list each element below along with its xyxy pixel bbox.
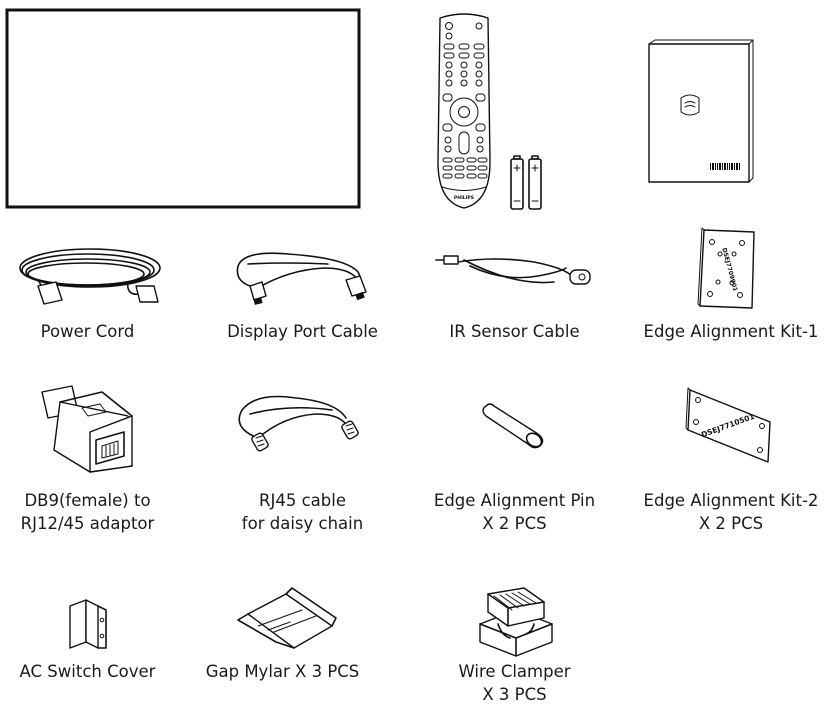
edge-alignment-pin-icon — [480, 400, 552, 452]
rj45-cable-label-line1: RJ45 cable — [259, 491, 346, 510]
ir-sensor-cable-label: IR Sensor Cable — [449, 322, 580, 341]
edge-alignment-kit-2-label-line1: Edge Alignment Kit-2 — [643, 491, 819, 510]
gap-mylar-icon — [228, 586, 342, 656]
edge-alignment-pin-label-line1: Edge Alignment Pin — [433, 491, 596, 510]
ac-switch-cover-label: AC Switch Cover — [19, 662, 156, 681]
edge-alignment-pin-label-line2: X 2 PCS — [482, 514, 547, 533]
db9-adaptor-icon — [32, 382, 144, 476]
battery-icon — [507, 155, 547, 213]
remote-brand-text: PHILIPS — [454, 195, 474, 201]
power-cord-icon — [8, 246, 168, 308]
user-manual-icon — [645, 39, 755, 186]
db9-adaptor-label-line2: RJ12/45 adaptor — [20, 514, 155, 533]
edge-alignment-kit-1-label: Edge Alignment Kit-1 — [643, 322, 819, 341]
ir-sensor-cable-icon — [434, 246, 598, 296]
ac-switch-cover-icon — [62, 596, 110, 652]
display-port-cable-label: Display Port Cable — [227, 322, 378, 341]
edge-alignment-kit-2-label-line2: X 2 PCS — [698, 514, 764, 533]
wire-clamper-label-line2: X 3 PCS — [482, 685, 547, 704]
rj45-cable-label-line2: for daisy chain — [241, 514, 364, 533]
display-port-cable-icon — [228, 244, 378, 308]
remote-control-icon: PHILIPS — [432, 12, 496, 212]
edge-alignment-kit-1-icon: DSEJ7709901 — [696, 226, 760, 312]
monitor-icon — [5, 8, 362, 210]
wire-clamper-label-line1: Wire Clamper — [458, 662, 571, 681]
db9-adaptor-label-line1: DB9(female) to — [24, 491, 151, 510]
wire-clamper-icon — [470, 584, 562, 660]
gap-mylar-label: Gap Mylar X 3 PCS — [205, 662, 360, 681]
rj45-cable-icon — [228, 388, 368, 456]
power-cord-label: Power Cord — [40, 322, 135, 341]
edge-alignment-kit-2-icon: DSEJ7710501 — [682, 386, 774, 468]
